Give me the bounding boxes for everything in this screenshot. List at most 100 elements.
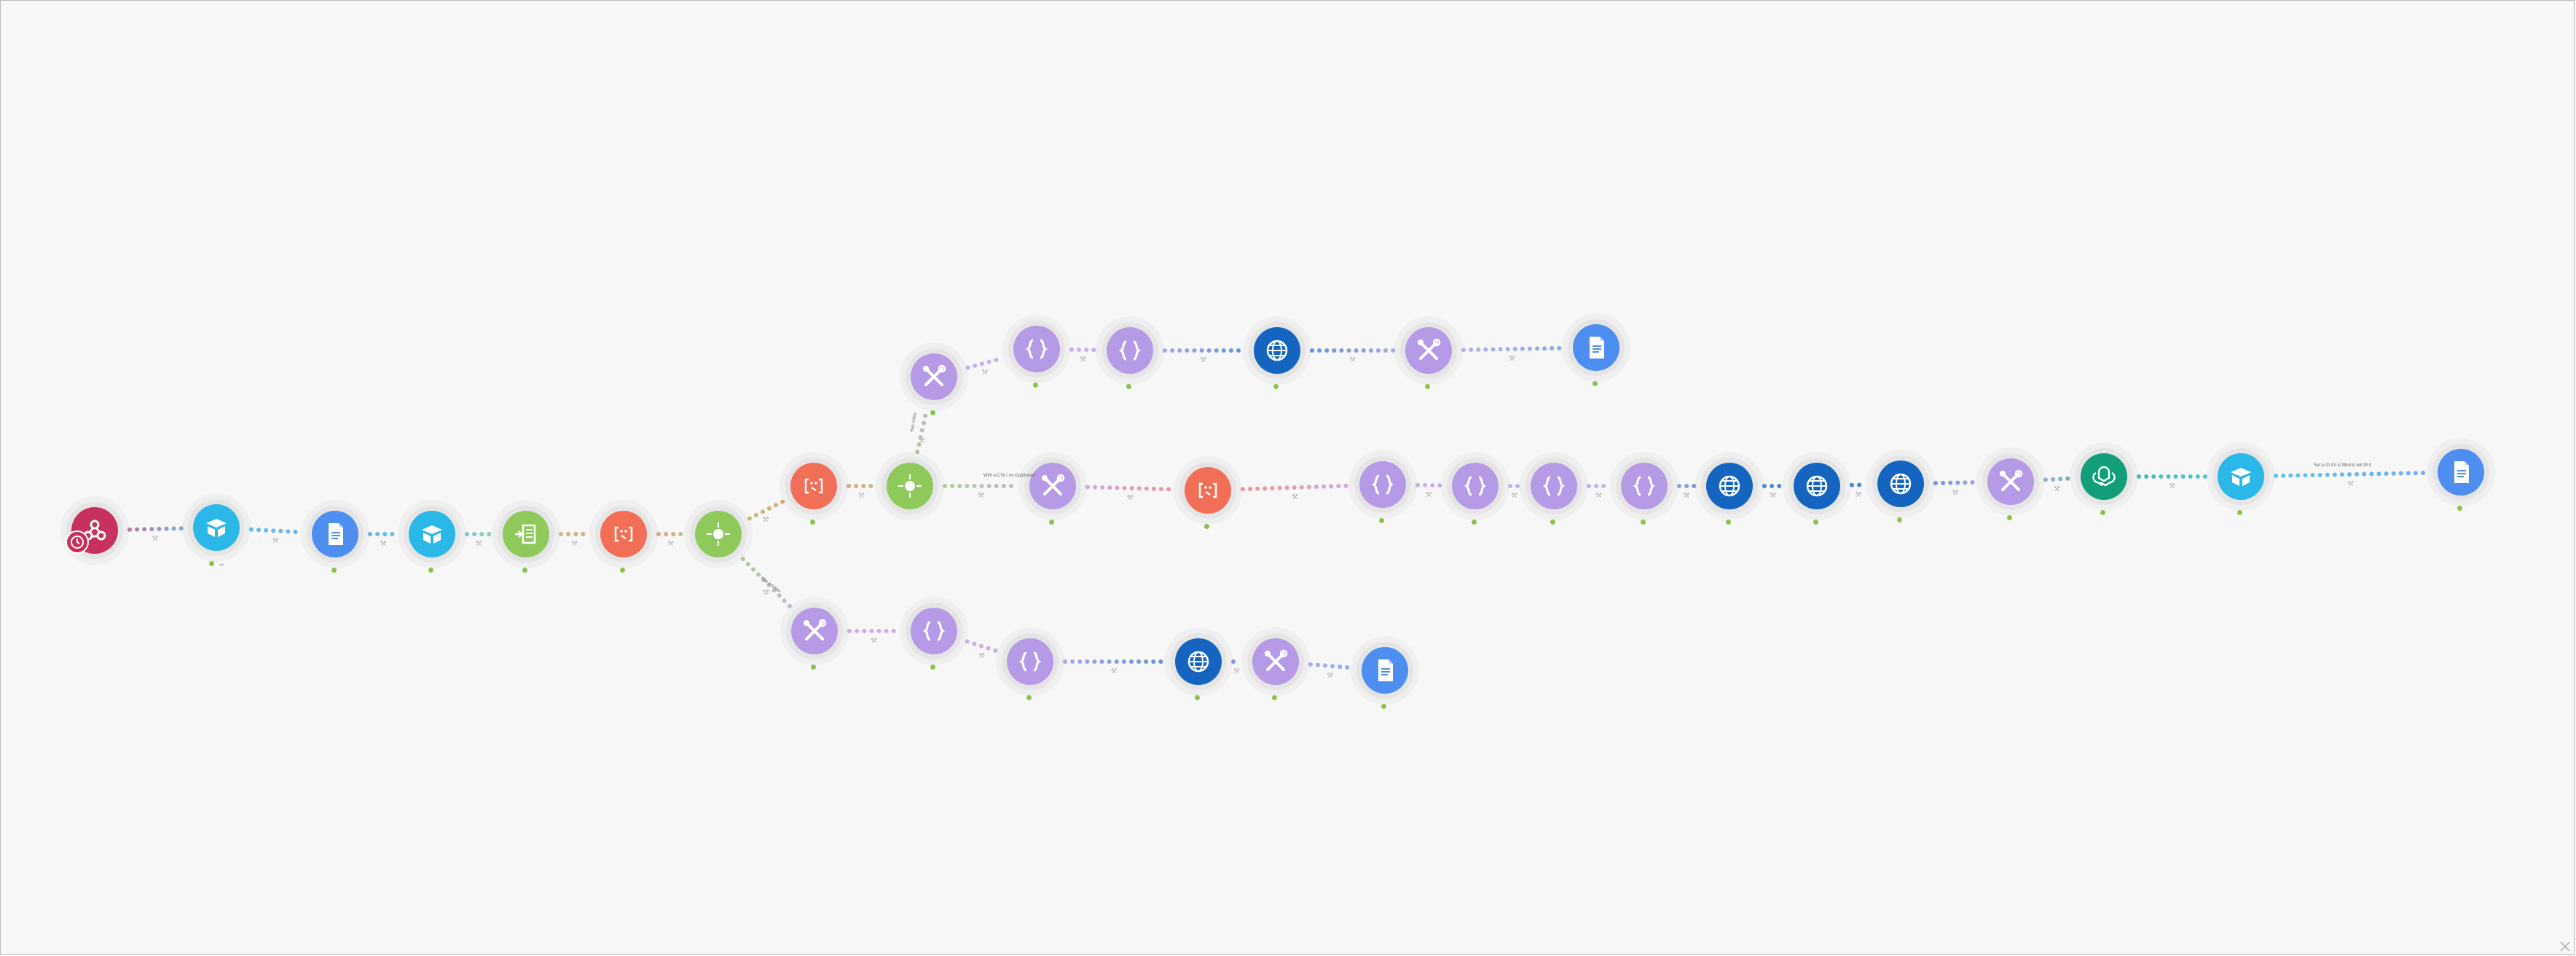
filter-wrench-icon[interactable]: ⚒ xyxy=(858,492,865,500)
module-http[interactable] xyxy=(1147,638,1249,703)
textparser-icon[interactable] xyxy=(600,511,647,557)
module-http[interactable] xyxy=(1678,463,1780,528)
schedule-clock-icon[interactable] xyxy=(66,530,89,554)
filter-wrench-icon[interactable]: ⚒ xyxy=(1349,356,1356,364)
filter-wrench-icon[interactable]: ⚒ xyxy=(1080,356,1086,364)
filter-wrench-icon[interactable]: ⚒ xyxy=(981,369,989,377)
gdocs-icon[interactable] xyxy=(2438,449,2484,495)
module-json[interactable] xyxy=(1593,463,1695,528)
airtable-icon[interactable] xyxy=(409,511,455,557)
module-tools[interactable] xyxy=(763,608,865,673)
filter-wrench-icon[interactable]: ⚒ xyxy=(918,437,925,445)
module-connection[interactable] xyxy=(1933,479,1979,486)
filter-wrench-icon[interactable]: ⚒ xyxy=(1233,667,1240,675)
filter-wrench-icon[interactable]: ⚒ xyxy=(272,536,279,545)
module-connection[interactable] xyxy=(1085,485,1176,492)
module-textparser[interactable] xyxy=(763,463,865,528)
module-webhook[interactable] xyxy=(44,507,146,563)
json-icon[interactable] xyxy=(1107,327,1153,374)
filter-wrench-icon[interactable]: ⚒ xyxy=(1126,494,1134,502)
module-textparser[interactable] xyxy=(573,511,675,576)
iterator-icon[interactable] xyxy=(503,511,549,557)
gdocs-icon[interactable] xyxy=(312,511,358,557)
filter-wrench-icon[interactable]: ⚒ xyxy=(2347,480,2354,488)
module-json[interactable] xyxy=(1079,327,1181,392)
module-router[interactable] xyxy=(667,511,769,566)
tools-icon[interactable] xyxy=(1405,327,1452,374)
filter-wrench-icon[interactable]: ⚒ xyxy=(1952,488,1959,497)
module-airtable[interactable] xyxy=(2190,453,2292,518)
json-icon[interactable] xyxy=(1007,638,1053,685)
filter-wrench-icon[interactable]: ⚒ xyxy=(1595,492,1602,500)
module-connection[interactable] xyxy=(1461,345,1564,353)
module-connection[interactable] xyxy=(965,639,1000,654)
filter-wrench-icon[interactable]: ⚒ xyxy=(1110,667,1118,675)
module-tools[interactable] xyxy=(1378,327,1480,392)
module-tools[interactable] xyxy=(1960,458,2062,523)
module-connection[interactable] xyxy=(2273,470,2429,479)
json-icon[interactable] xyxy=(1359,461,1406,508)
module-gdocs[interactable] xyxy=(1334,647,1436,712)
gdocs-icon[interactable] xyxy=(1362,647,1408,694)
filter-wrench-icon[interactable]: ⚒ xyxy=(1509,355,1515,363)
filter-wrench-icon[interactable]: ⚒ xyxy=(2054,485,2060,493)
textparser-icon[interactable] xyxy=(790,463,837,509)
json-icon[interactable] xyxy=(1013,326,1060,372)
module-http[interactable] xyxy=(1850,461,1952,525)
filter-wrench-icon[interactable]: ⚒ xyxy=(1327,672,1333,680)
filter-wrench-icon[interactable]: ⚒ xyxy=(1770,492,1776,500)
module-gdocs[interactable] xyxy=(1545,324,1647,389)
router-icon[interactable] xyxy=(695,511,742,557)
filter-wrench-icon[interactable]: ⚒ xyxy=(762,516,769,524)
module-tools[interactable] xyxy=(1225,638,1327,703)
filter-wrench-icon[interactable]: ⚒ xyxy=(978,492,984,500)
module-gdocs[interactable] xyxy=(284,511,386,576)
json-icon[interactable] xyxy=(1621,463,1668,509)
tools-icon[interactable] xyxy=(791,608,838,654)
filter-wrench-icon[interactable]: ⚒ xyxy=(1425,491,1432,499)
http-icon[interactable] xyxy=(1794,463,1840,509)
filter-wrench-icon[interactable]: ⚒ xyxy=(1683,492,1690,500)
gdocs-icon[interactable] xyxy=(1573,324,1619,371)
filter-wrench-icon[interactable]: ⚒ xyxy=(763,588,769,597)
expand-icon[interactable] xyxy=(2559,940,2572,953)
module-json[interactable] xyxy=(1332,461,1434,526)
filter-wrench-icon[interactable]: ⚒ xyxy=(380,540,387,548)
http-icon[interactable] xyxy=(1175,638,1222,685)
module-json[interactable] xyxy=(883,608,985,673)
openai-icon[interactable] xyxy=(2081,453,2127,500)
filter-wrench-icon[interactable]: ⚒ xyxy=(1292,493,1298,501)
module-tools[interactable] xyxy=(1002,463,1104,528)
json-icon[interactable] xyxy=(911,608,957,654)
module-json[interactable] xyxy=(1424,463,1526,528)
module-http[interactable] xyxy=(1226,327,1328,392)
airtable-icon[interactable] xyxy=(193,504,240,551)
module-connection[interactable] xyxy=(965,356,1005,370)
module-router[interactable] xyxy=(859,463,961,518)
filter-wrench-icon[interactable]: ⚒ xyxy=(152,535,159,543)
module-connection[interactable] xyxy=(127,526,184,532)
textparser-icon[interactable] xyxy=(1185,467,1231,514)
tools-icon[interactable] xyxy=(1252,638,1299,685)
module-json[interactable] xyxy=(1503,463,1605,528)
http-icon[interactable] xyxy=(1877,461,1924,507)
tools-icon[interactable] xyxy=(1029,463,1076,509)
module-connection[interactable] xyxy=(747,499,785,521)
module-http[interactable] xyxy=(1766,463,1868,528)
filter-wrench-icon[interactable]: ⚒ xyxy=(475,540,482,548)
module-json[interactable] xyxy=(986,326,1088,391)
module-connection[interactable] xyxy=(1308,662,1353,670)
filter-wrench-icon[interactable]: ⚒ xyxy=(871,637,877,645)
json-icon[interactable] xyxy=(1531,463,1577,509)
http-icon[interactable] xyxy=(1254,327,1300,374)
filter-label[interactable]: Set a ID if it is filled & will fill it xyxy=(2314,463,2371,468)
module-textparser[interactable] xyxy=(1157,467,1259,532)
filter-label[interactable]: With a CTA / no Duplicates xyxy=(983,474,1036,478)
module-json[interactable] xyxy=(979,638,1081,703)
filter-wrench-icon[interactable]: ⚒ xyxy=(1200,356,1206,364)
module-airtable[interactable] xyxy=(381,511,483,576)
filter-wrench-icon[interactable]: ⚒ xyxy=(571,540,578,548)
json-icon[interactable] xyxy=(1452,463,1499,509)
module-connection[interactable] xyxy=(915,408,929,455)
module-tools[interactable] xyxy=(883,353,985,418)
